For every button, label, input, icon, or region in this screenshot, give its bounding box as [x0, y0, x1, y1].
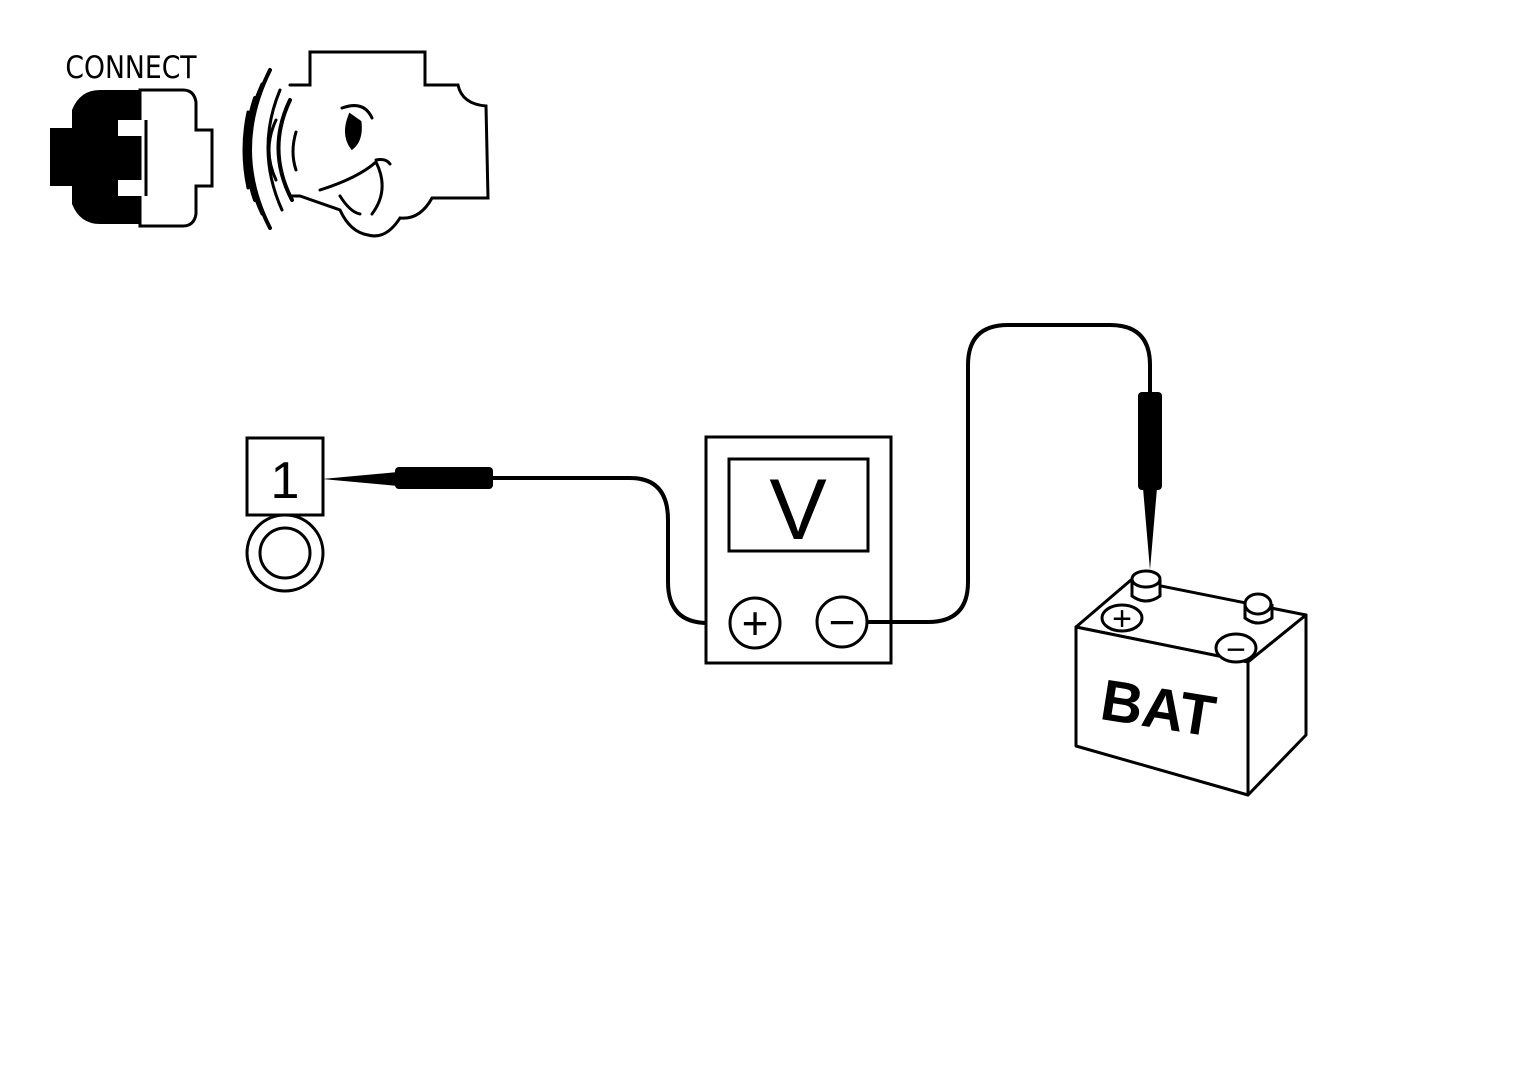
battery-positive-marker: + [1100, 600, 1144, 638]
voltmeter-positive-symbol: + [742, 597, 769, 649]
harness-connector-icon [50, 88, 214, 228]
terminal-1: 1 [245, 436, 325, 593]
battery-negative-symbol: − [1226, 631, 1246, 669]
battery-positive-post [1130, 569, 1162, 603]
terminal-pin-inner [258, 526, 312, 580]
voltmeter-display [727, 457, 870, 553]
battery-negative-marker: − [1214, 631, 1258, 669]
voltmeter-negative-symbol: − [829, 596, 856, 648]
voltmeter: V + − [704, 435, 893, 665]
battery-negative-post [1243, 592, 1274, 625]
mass-air-flow-sensor-icon [242, 50, 490, 238]
battery: + − BAT [1074, 569, 1308, 797]
battery-positive-symbol: + [1112, 600, 1132, 638]
voltmeter-positive-terminal: + [728, 596, 782, 650]
voltmeter-display-label: V [769, 462, 826, 558]
voltmeter-negative-terminal: − [815, 595, 869, 649]
connect-label: CONNECT [65, 49, 197, 85]
negative-test-lead [867, 323, 1162, 624]
terminal-number: 1 [271, 452, 300, 510]
positive-test-lead [322, 467, 730, 625]
